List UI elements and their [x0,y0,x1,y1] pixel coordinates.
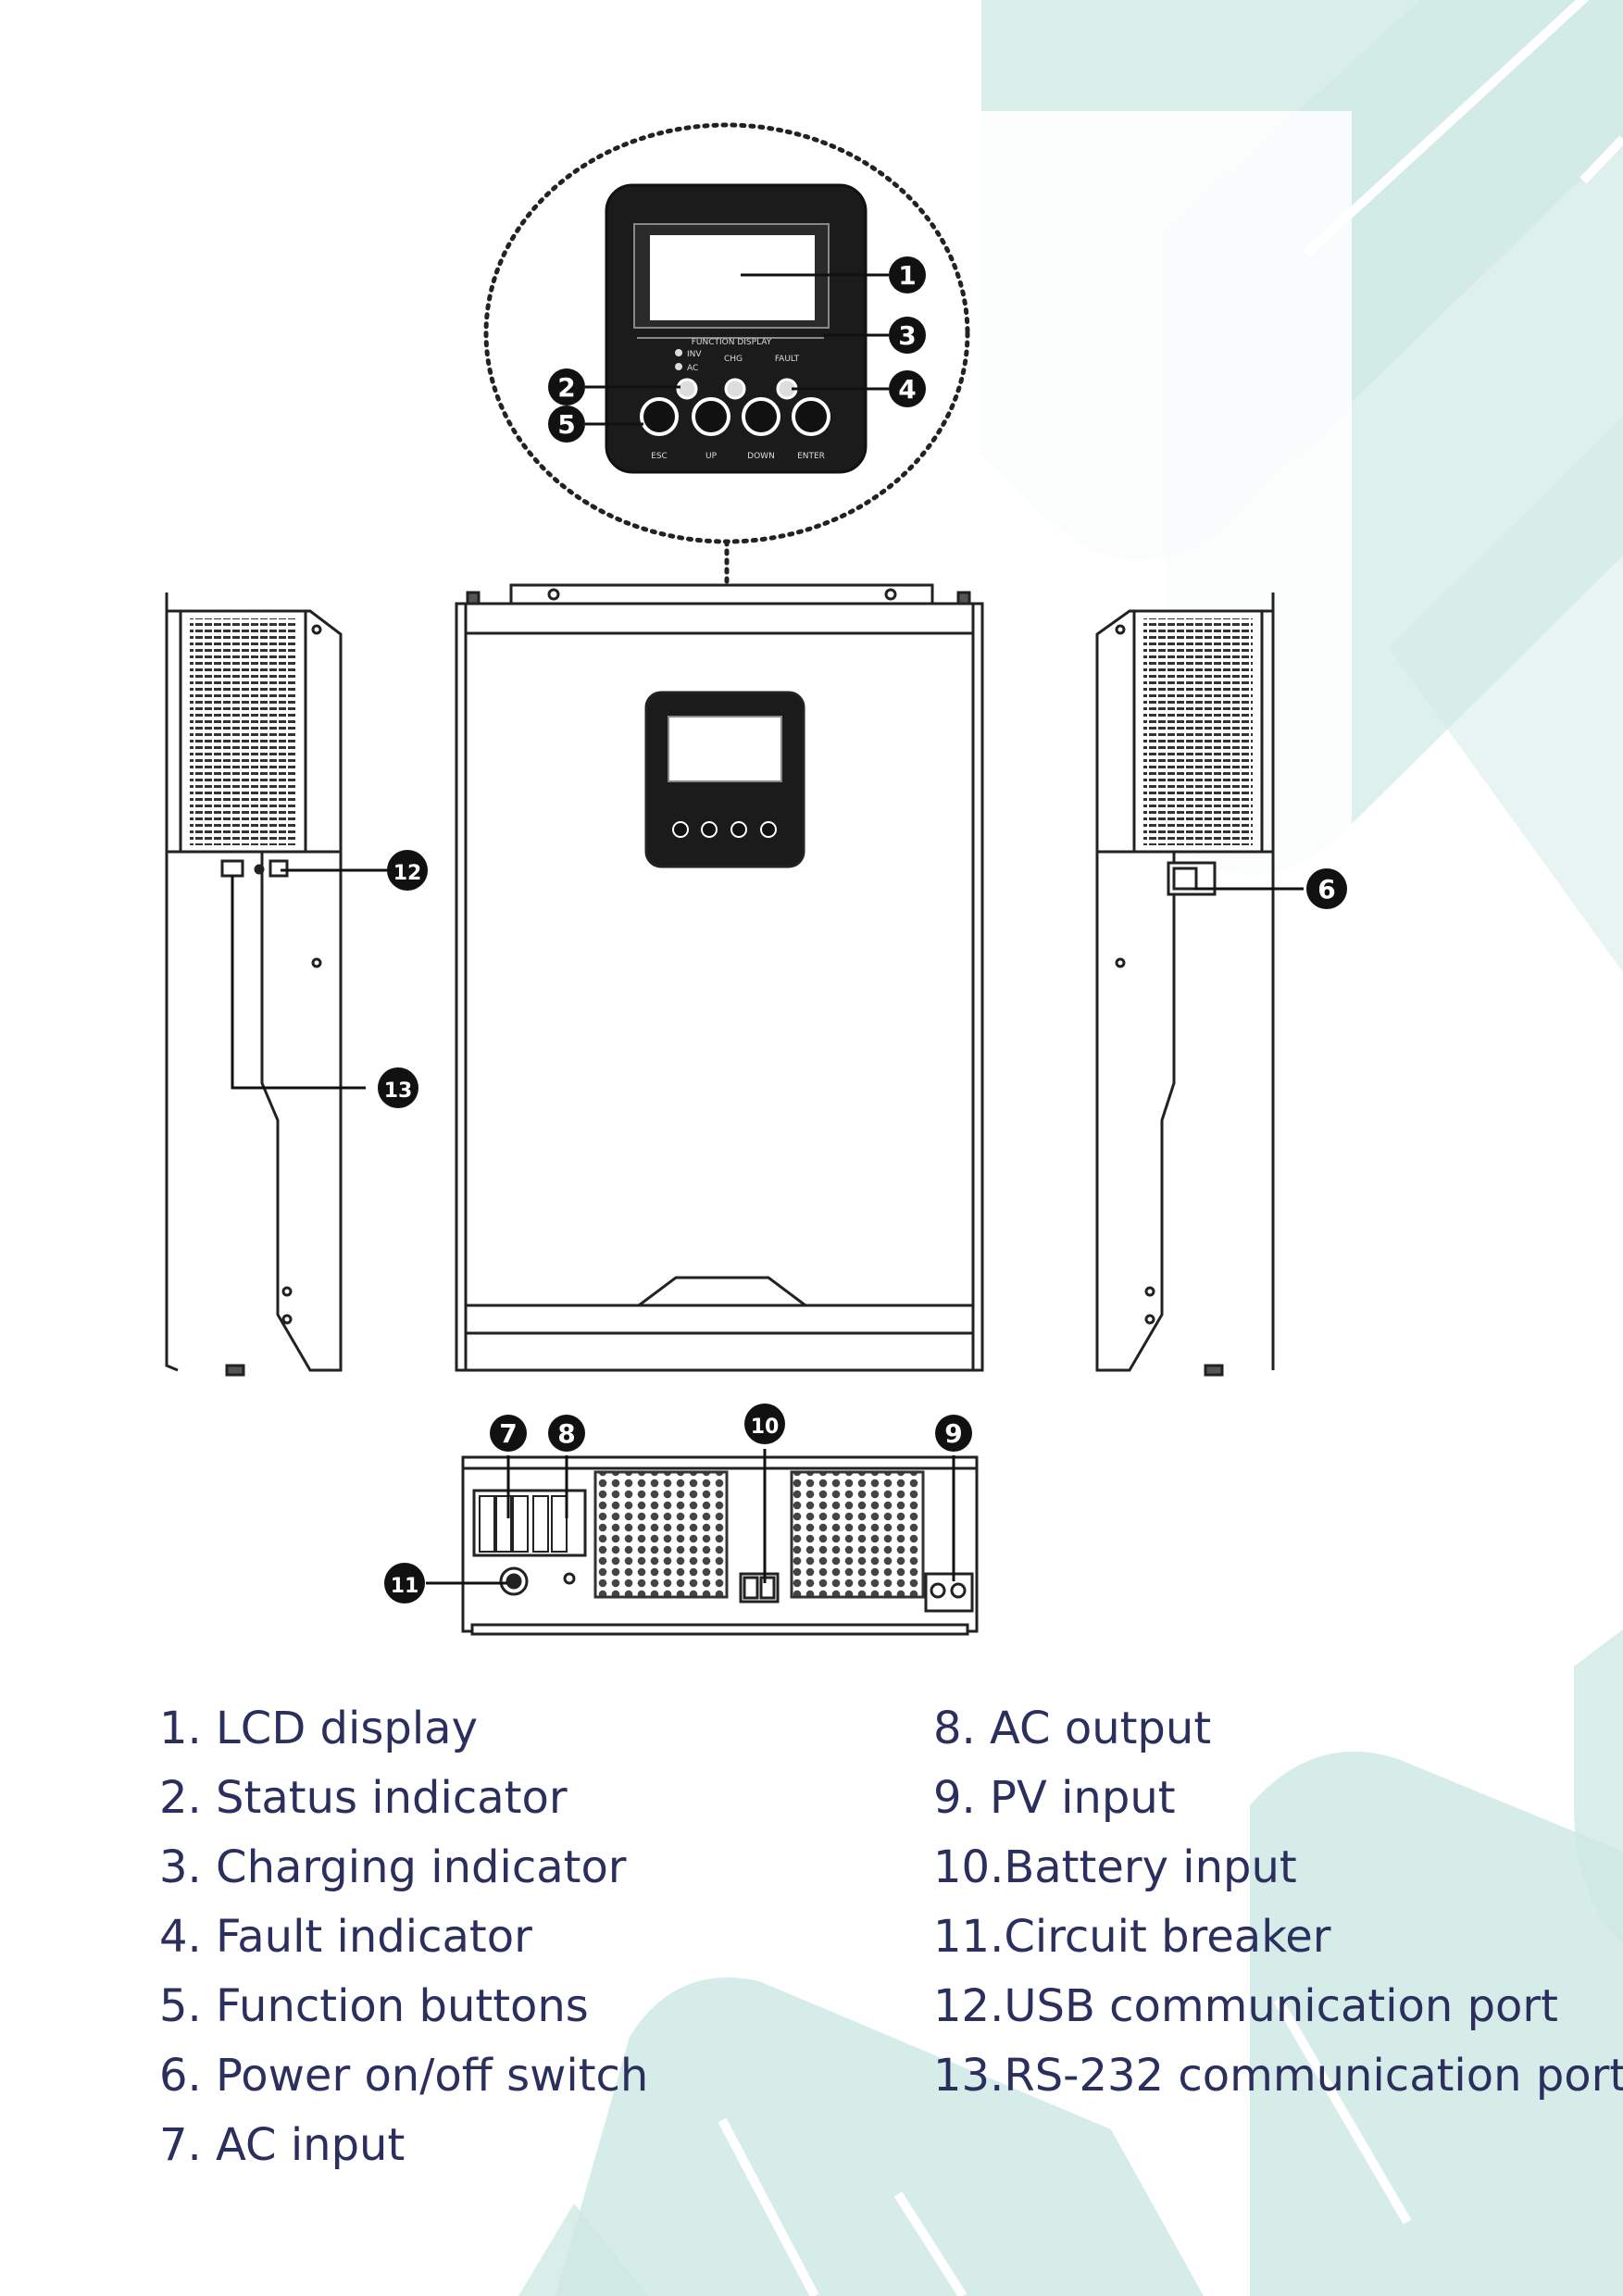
svg-text:4: 4 [898,374,916,405]
svg-text:10: 10 [751,1416,780,1439]
bottom-view [461,1455,979,1636]
callout-13: 13 [378,1067,418,1108]
svg-text:7: 7 [499,1418,517,1449]
callout-6: 6 [1306,868,1347,909]
lcd-display [650,235,815,320]
svg-text:2: 2 [557,372,575,403]
panel-brand: FUNCTION DISPLAY [692,338,772,347]
legend-item-usb-port: 12.USB communication port [933,1980,1558,2032]
legend-left-column: 1. LCD display 2. Status indicator 3. Ch… [159,1694,918,2180]
callout-4: 4 [889,370,926,407]
legend-right-column: 8. AC output 9. PV input 10.Battery inpu… [933,1694,1623,2111]
svg-text:11: 11 [391,1575,419,1598]
callout-2: 2 [548,368,585,406]
callout-12: 12 [387,850,428,891]
svg-text:INV: INV [687,350,702,359]
leader-lines [231,273,1304,1585]
legend-item-fault-indicator: 4. Fault indicator [159,1911,532,1963]
legend-item-status-indicator: 2. Status indicator [159,1772,568,1824]
right-side-view [1095,593,1275,1377]
legend-item-charging-indicator: 3. Charging indicator [159,1841,627,1893]
front-view [455,583,984,1372]
callout-1: 1 [889,256,926,293]
legend-item-lcd-display: 1. LCD display [159,1703,478,1754]
callout-9: 9 [935,1415,972,1452]
left-side-view [165,593,343,1377]
function-buttons [640,397,830,436]
svg-text:AC: AC [687,364,698,373]
legend-item-ac-input: 7. AC input [159,2119,406,2171]
svg-text:9: 9 [944,1418,962,1449]
legend-item-ac-output: 8. AC output [933,1703,1212,1754]
callout-7: 7 [490,1415,527,1452]
callouts: 1 3 2 4 5 12 13 6 7 8 10 9 11 [378,256,1347,1603]
callout-5: 5 [548,406,585,443]
legend-item-circuit-breaker: 11.Circuit breaker [933,1911,1331,1963]
svg-text:6: 6 [1317,874,1335,905]
legend-item-function-buttons: 5. Function buttons [159,1980,589,2032]
white-stripes [718,0,1623,2296]
svg-text:ENTER: ENTER [797,452,825,461]
callout-8: 8 [548,1415,585,1452]
magnified-panel: FUNCTION DISPLAY INV AC CHG FAULT ESC UP… [483,122,970,697]
svg-text:ESC: ESC [651,452,668,461]
svg-text:FAULT: FAULT [775,355,800,364]
legend-item-pv-input: 9. PV input [933,1772,1176,1824]
callout-3: 3 [889,317,926,354]
svg-text:12: 12 [393,862,422,885]
legend-item-power-switch: 6. Power on/off switch [159,2050,649,2102]
svg-text:1: 1 [898,260,916,291]
svg-text:CHG: CHG [724,355,743,364]
status-indicator [676,378,698,400]
legend-item-battery-input: 10.Battery input [933,1841,1297,1893]
svg-text:3: 3 [898,320,916,351]
svg-text:DOWN: DOWN [747,452,775,461]
charging-indicator [724,378,746,400]
legend-item-rs232-port: 13.RS-232 communication port [933,2050,1623,2102]
callout-11: 11 [384,1563,425,1603]
svg-text:UP: UP [705,452,718,461]
svg-text:8: 8 [557,1418,575,1449]
svg-text:13: 13 [384,1079,413,1103]
callout-10: 10 [744,1404,785,1444]
svg-text:5: 5 [557,409,575,440]
